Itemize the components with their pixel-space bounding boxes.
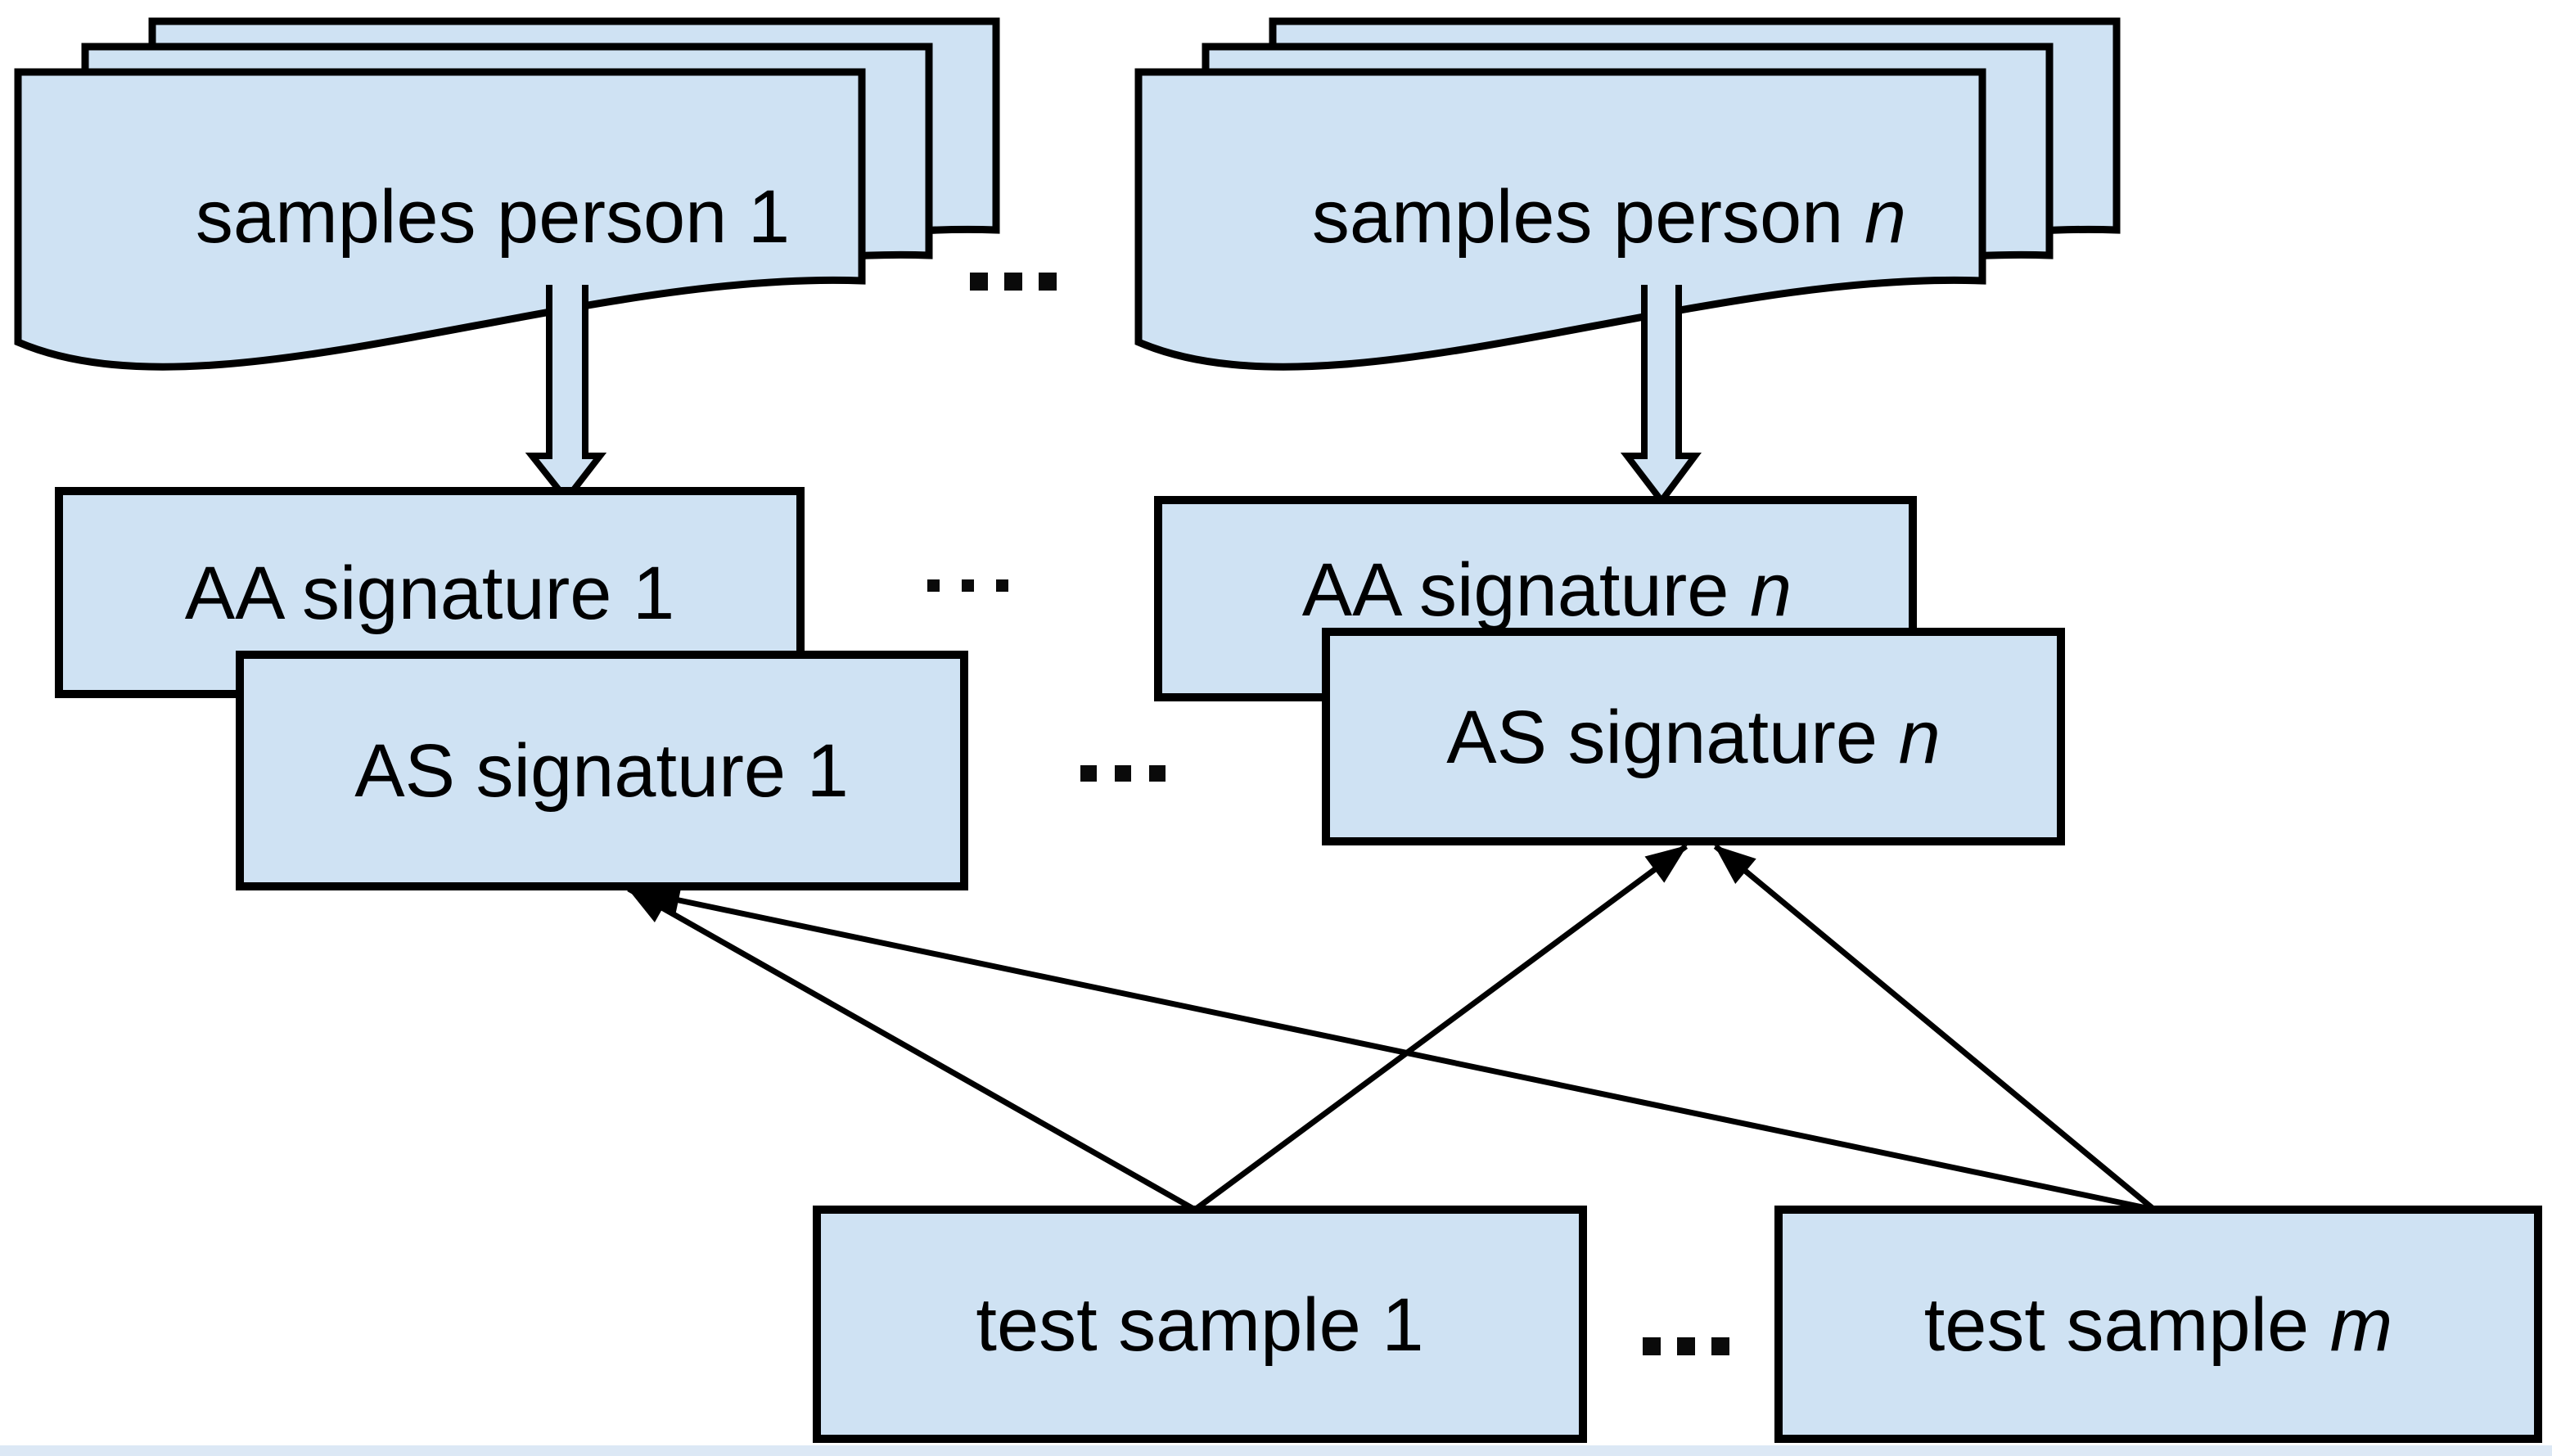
arrow-test-sample-1-to-as-signature-1 <box>627 886 1197 1213</box>
arrow-test-sample-m-to-as-signature-n <box>1713 844 2157 1212</box>
test-sample-1-label: test sample 1 <box>976 1283 1423 1367</box>
document-shape-front <box>14 68 866 371</box>
as-signature-n-label: AS signature n <box>1446 696 1941 779</box>
samples-person-1-label: samples person 1 <box>196 175 790 259</box>
aa-signature-n-label: AA signature n <box>1302 548 1792 632</box>
ellipsis-between-as-signatures-icon <box>1080 765 1166 782</box>
bottom-strip <box>0 1445 2552 1456</box>
aa-signature-1-label: AA signature 1 <box>185 552 674 635</box>
node-test-sample-m: test sample m <box>1774 1206 2542 1443</box>
as-signature-1-label: AS signature 1 <box>354 729 849 813</box>
test-sample-m-label: test sample m <box>1924 1283 2393 1367</box>
arrow-test-sample-1-to-as-signature-n <box>1193 844 1689 1212</box>
ellipsis-between-test-samples-icon <box>1643 1337 1729 1355</box>
node-as-signature-1: AS signature 1 <box>236 651 968 890</box>
node-test-sample-1: test sample 1 <box>813 1206 1587 1443</box>
ellipsis-between-aa-signatures-icon <box>927 579 1008 592</box>
node-samples-person-n: samples person n <box>1134 17 2121 371</box>
samples-person-n-label: samples person n <box>1312 175 1906 259</box>
document-shape-front <box>1134 68 1986 371</box>
node-samples-person-1: samples person 1 <box>14 17 1000 371</box>
node-as-signature-n: AS signature n <box>1322 628 2065 845</box>
arrow-test-sample-m-to-as-signature-1 <box>638 884 2155 1213</box>
ellipsis-between-stacks-icon <box>970 273 1057 291</box>
